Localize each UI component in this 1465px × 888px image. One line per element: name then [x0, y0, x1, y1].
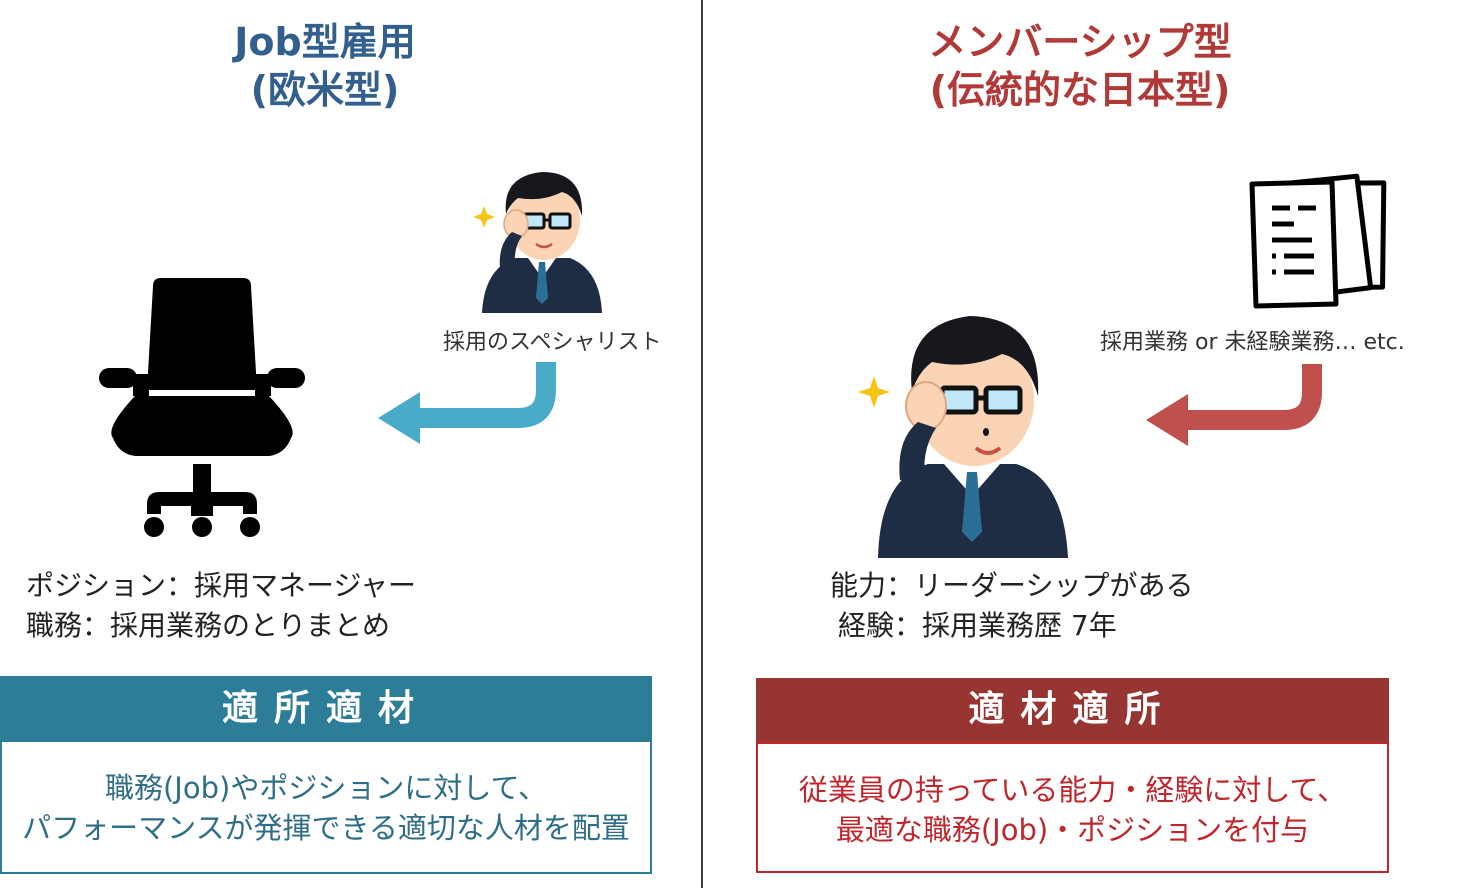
duty-line: 職務：採用業務のとりまとめ: [26, 609, 391, 642]
membership-box-line1: 従業員の持っている能力・経験に対して、: [798, 773, 1347, 807]
documents-stack-icon: [1249, 173, 1387, 309]
job-title-line2: (欧米型): [250, 68, 400, 112]
experience-line: 経験：採用業務歴 7年: [838, 609, 1117, 642]
membership-type-title: メンバーシップ型 (伝統的な日本型): [830, 18, 1330, 114]
job-box-line1: 職務(Job)やポジションに対して、: [104, 771, 547, 805]
membership-title-line2: (伝統的な日本型): [929, 68, 1231, 112]
membership-box-body: 従業員の持っている能力・経験に対して、 最適な職務(Job)・ポジションを付与: [756, 742, 1389, 873]
curved-arrow-left-icon: [1146, 364, 1322, 446]
job-type-title: Job型雇用 (欧米型): [75, 18, 575, 114]
job-box-body: 職務(Job)やポジションに対して、 パフォーマンスが発揮できる適切な人材を配置: [0, 742, 652, 874]
job-box-header: 適所適材: [0, 676, 652, 742]
job-box-line2: パフォーマンスが発揮できる適切な人材を配置: [22, 811, 630, 845]
job-spec: ポジション：採用マネージャー 職務：採用業務のとりまとめ: [26, 566, 416, 646]
duties-caption: 採用業務 or 未経験業務… etc.: [1100, 330, 1405, 355]
membership-box-line2: 最適な職務(Job)・ポジションを付与: [835, 813, 1310, 847]
specialist-caption: 採用のスペシャリスト: [443, 330, 662, 355]
curved-arrow-left-icon: [378, 362, 556, 444]
membership-title-line1: メンバーシップ型: [928, 20, 1232, 64]
membership-box-header: 適材適所: [756, 678, 1389, 742]
businessman-adjusting-glasses-icon: [858, 316, 1068, 558]
membership-spec: 能力：リーダーシップがある 経験：採用業務歴 7年: [830, 566, 1193, 646]
position-line: ポジション：採用マネージャー: [26, 569, 417, 602]
center-divider: [701, 0, 703, 888]
job-title-line1: Job型雇用: [234, 20, 416, 64]
ability-line: 能力：リーダーシップがある: [830, 569, 1194, 602]
businessman-adjusting-glasses-icon: [473, 172, 602, 313]
office-chair-icon: [99, 278, 305, 537]
